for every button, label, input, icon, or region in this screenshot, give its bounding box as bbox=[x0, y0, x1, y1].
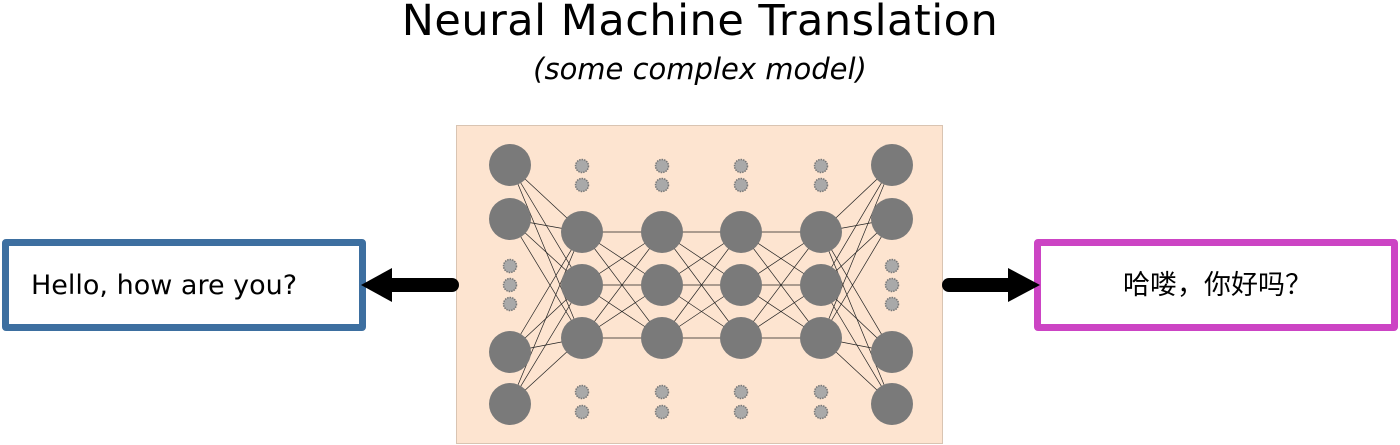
input-layer-node bbox=[489, 144, 531, 186]
input-sentence-box: Hello, how are you? bbox=[2, 239, 366, 331]
connection-line bbox=[820, 284, 893, 405]
connection-line bbox=[509, 284, 583, 405]
hidden-layer-ellipsis-dot bbox=[813, 404, 829, 420]
hidden-layer-node bbox=[641, 264, 683, 306]
hidden-layer-ellipsis-dot bbox=[733, 384, 749, 400]
hidden-layer-ellipsis-dot bbox=[813, 158, 829, 174]
hidden-layer-ellipsis-dot bbox=[654, 158, 670, 174]
hidden-layer-node bbox=[720, 211, 762, 253]
input-layer-node bbox=[489, 198, 531, 240]
hidden-layer-node bbox=[561, 317, 603, 359]
input-layer-ellipsis-dot bbox=[502, 296, 518, 312]
input-layer-ellipsis-dot bbox=[502, 258, 518, 274]
connection-line bbox=[581, 231, 663, 339]
hidden-layer-node bbox=[561, 211, 603, 253]
hidden-layer-ellipsis-dot bbox=[574, 404, 590, 420]
output-layer-ellipsis-dot bbox=[884, 296, 900, 312]
connection-line bbox=[509, 164, 583, 339]
neural-network-panel bbox=[456, 125, 943, 444]
hidden-layer-node bbox=[641, 317, 683, 359]
connection-line bbox=[820, 164, 893, 339]
connection-line bbox=[661, 231, 742, 339]
connection-line bbox=[820, 231, 893, 353]
hidden-layer-node bbox=[720, 264, 762, 306]
connection-line bbox=[509, 218, 583, 339]
hidden-layer-ellipsis-dot bbox=[733, 177, 749, 193]
connection-line bbox=[820, 231, 893, 405]
input-layer-node bbox=[489, 383, 531, 425]
hidden-layer-node bbox=[800, 317, 842, 359]
hidden-layer-ellipsis-dot bbox=[654, 404, 670, 420]
hidden-layer-node bbox=[800, 211, 842, 253]
connection-line bbox=[820, 164, 893, 286]
hidden-layer-node bbox=[561, 264, 603, 306]
hidden-layer-ellipsis-dot bbox=[813, 384, 829, 400]
connection-line bbox=[509, 231, 583, 353]
hidden-layer-ellipsis-dot bbox=[574, 158, 590, 174]
connection-line bbox=[509, 164, 583, 286]
connection-line bbox=[509, 231, 583, 405]
neural-network-graph bbox=[489, 144, 913, 425]
connection-line bbox=[740, 231, 822, 339]
output-layer-ellipsis-dot bbox=[884, 277, 900, 293]
output-sentence-text: 哈喽，你好吗？ bbox=[1123, 270, 1312, 301]
diagram-subtitle: (some complex model) bbox=[533, 52, 867, 86]
right-arrow bbox=[942, 268, 1040, 302]
output-layer-node bbox=[871, 331, 913, 373]
input-layer-node bbox=[489, 331, 531, 373]
connection-line bbox=[820, 218, 893, 339]
hidden-layer-ellipsis-dot bbox=[813, 177, 829, 193]
hidden-layer-ellipsis-dot bbox=[733, 158, 749, 174]
output-layer-node bbox=[871, 198, 913, 240]
hidden-layer-ellipsis-dot bbox=[574, 177, 590, 193]
hidden-layer-ellipsis-dot bbox=[574, 384, 590, 400]
output-layer-ellipsis-dot bbox=[884, 258, 900, 274]
diagram-title: Neural Machine Translation bbox=[401, 0, 999, 46]
input-layer-ellipsis-dot bbox=[502, 277, 518, 293]
network-nodes bbox=[489, 144, 913, 425]
input-sentence-text: Hello, how are you? bbox=[31, 270, 298, 301]
output-layer-node bbox=[871, 383, 913, 425]
hidden-layer-node bbox=[800, 264, 842, 306]
hidden-layer-ellipsis-dot bbox=[733, 404, 749, 420]
left-arrow bbox=[361, 268, 459, 302]
hidden-layer-node bbox=[720, 317, 762, 359]
hidden-layer-ellipsis-dot bbox=[654, 384, 670, 400]
hidden-layer-ellipsis-dot bbox=[654, 177, 670, 193]
output-layer-node bbox=[871, 144, 913, 186]
hidden-layer-node bbox=[641, 211, 683, 253]
